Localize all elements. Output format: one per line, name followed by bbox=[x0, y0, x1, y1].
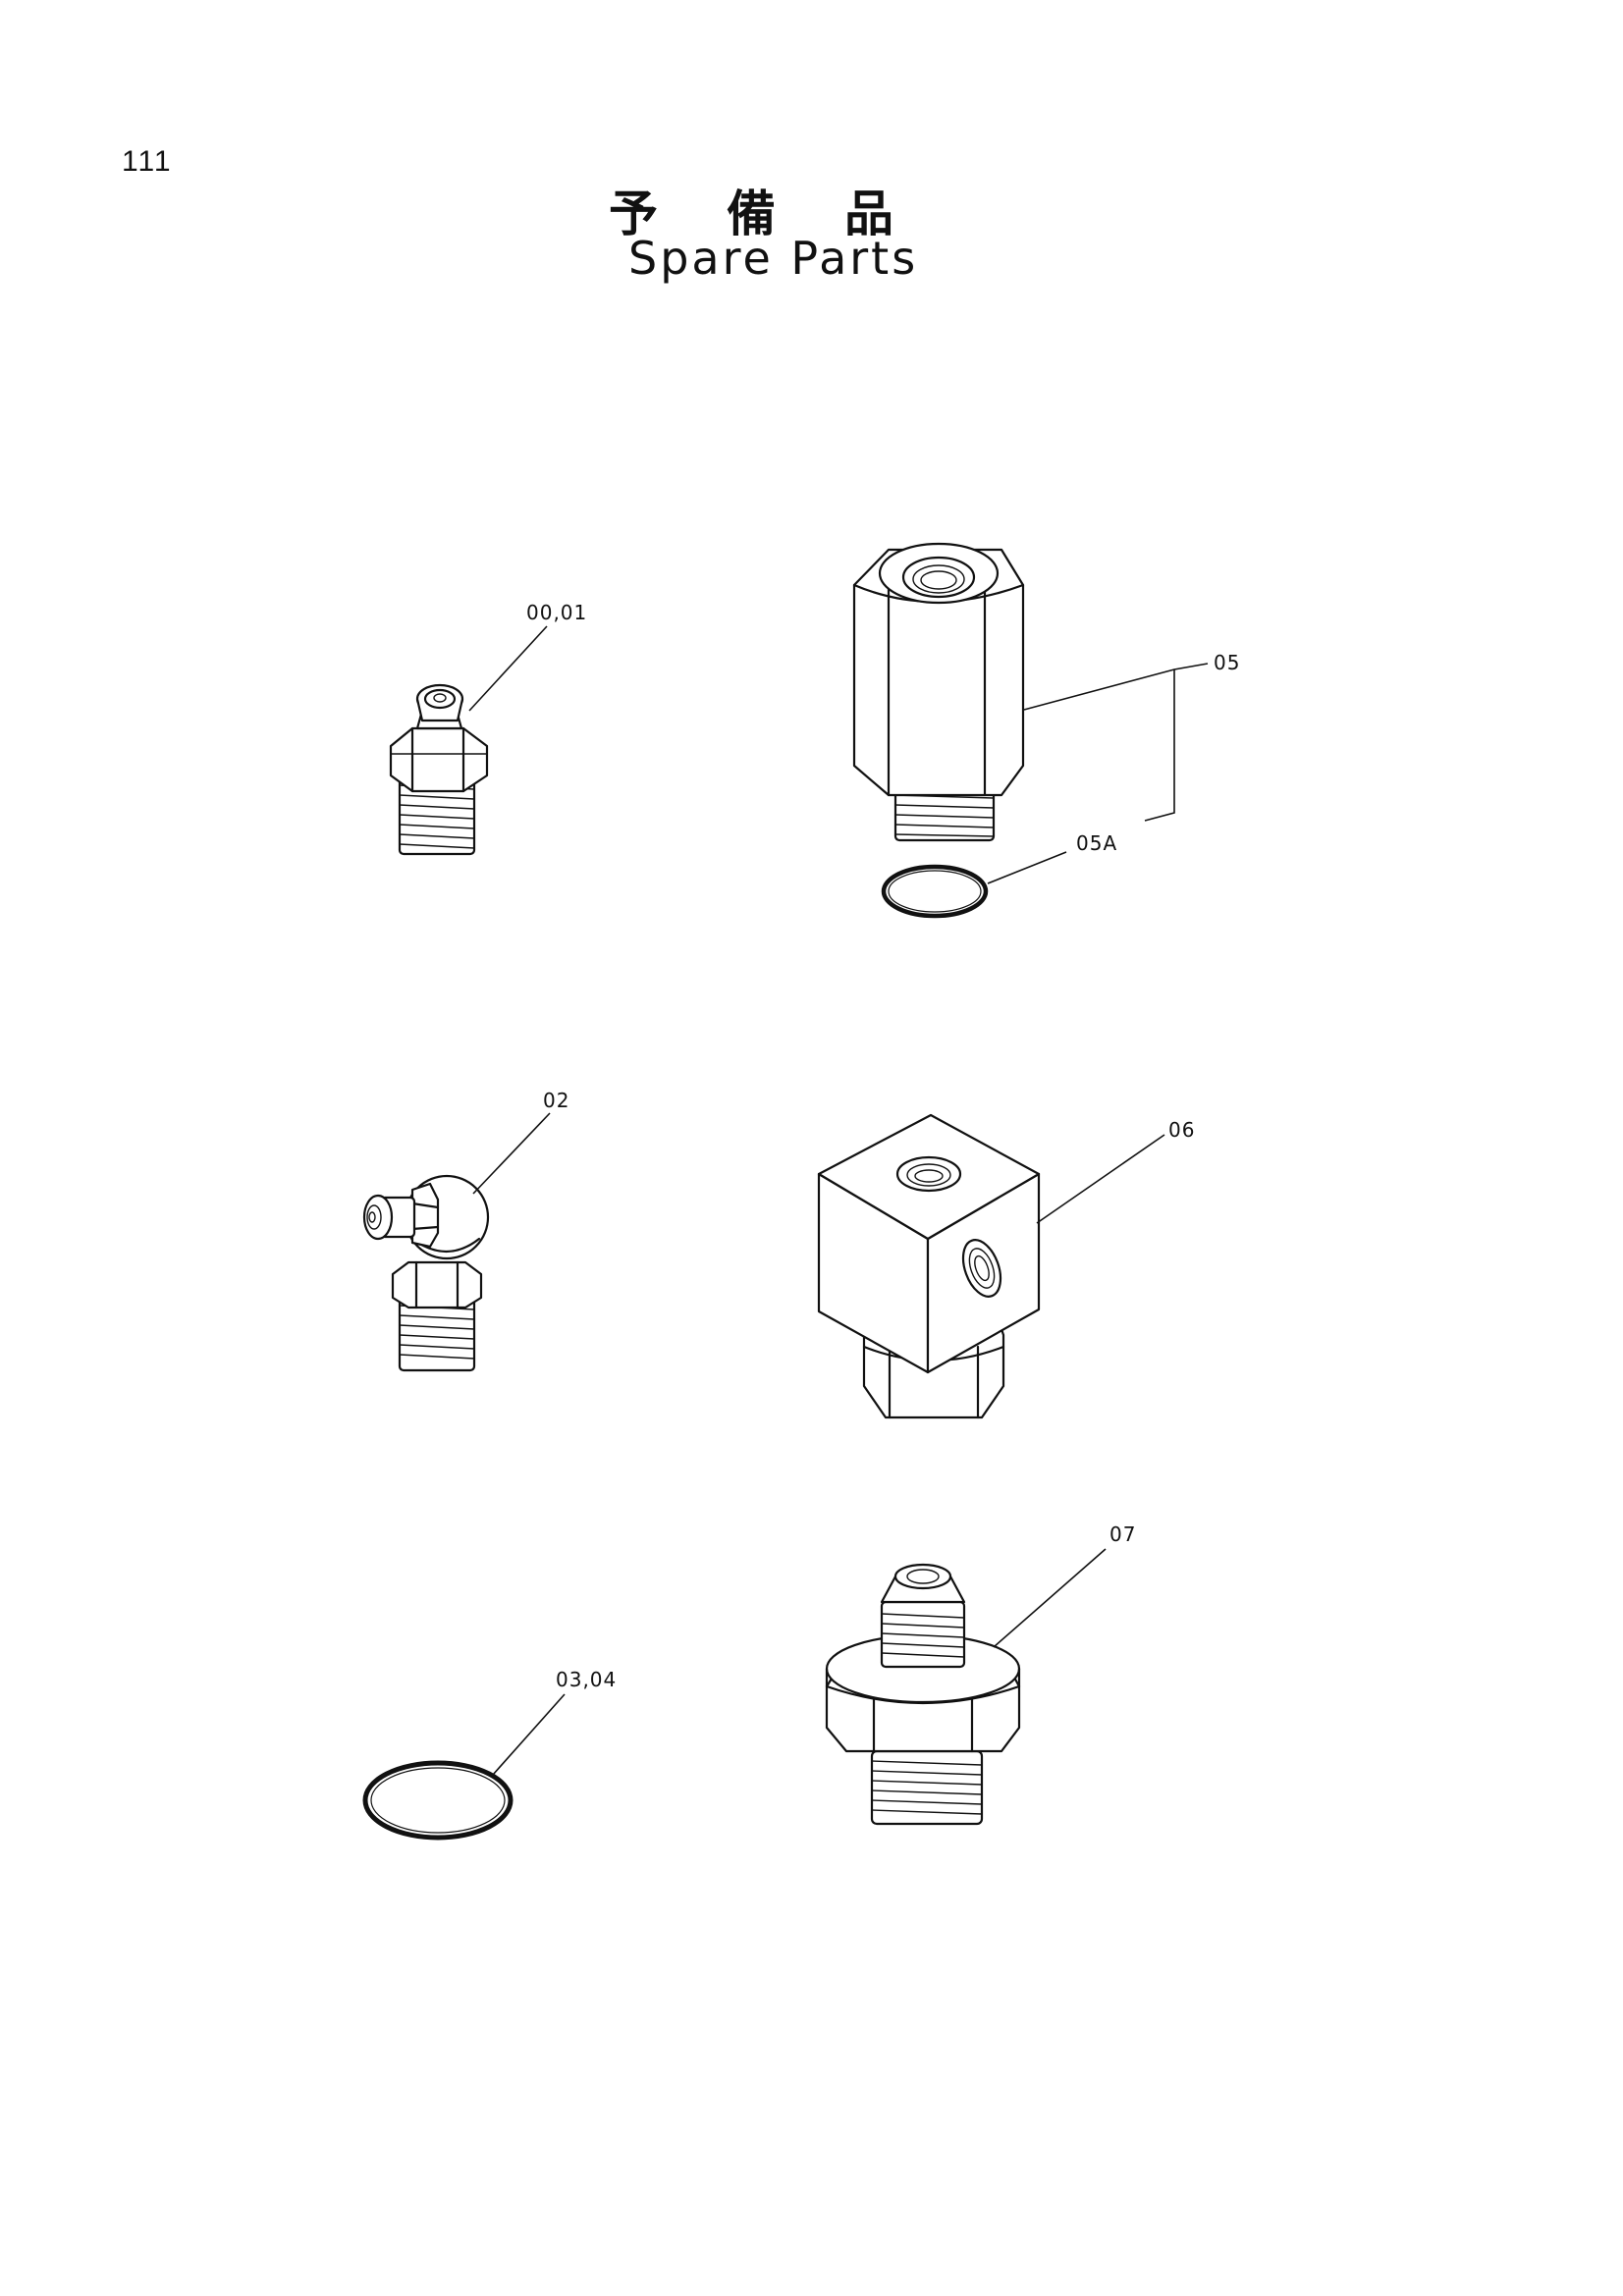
leader-07 bbox=[993, 1548, 1107, 1648]
part-adapter-hex bbox=[852, 542, 1025, 842]
callout-05: 05 bbox=[1214, 651, 1240, 674]
callout-00-01: 00,01 bbox=[526, 601, 587, 624]
callout-06: 06 bbox=[1168, 1118, 1195, 1142]
page-number: 111 bbox=[122, 145, 173, 178]
page-title-english: Spare Parts bbox=[628, 232, 919, 285]
callout-07: 07 bbox=[1109, 1522, 1136, 1546]
callout-05a: 05A bbox=[1076, 831, 1117, 855]
callout-02: 02 bbox=[543, 1089, 569, 1112]
part-o-ring-small bbox=[881, 864, 989, 919]
bracket-05-05a bbox=[1144, 669, 1175, 822]
leader-06 bbox=[1036, 1134, 1165, 1224]
leader-03-04 bbox=[492, 1693, 566, 1776]
part-union-adapter bbox=[825, 1563, 1021, 1826]
part-grease-nipple-straight bbox=[389, 683, 489, 856]
leader-02 bbox=[472, 1112, 551, 1195]
leader-00-01 bbox=[468, 625, 548, 712]
part-o-ring-large bbox=[362, 1760, 514, 1841]
part-grease-nipple-elbow bbox=[362, 1174, 490, 1372]
part-tee-block bbox=[817, 1113, 1041, 1419]
callout-03-04: 03,04 bbox=[556, 1668, 617, 1691]
leader-05 bbox=[1023, 663, 1209, 711]
leader-05a bbox=[987, 851, 1067, 884]
page-title-japanese: 予備品 bbox=[609, 186, 962, 242]
